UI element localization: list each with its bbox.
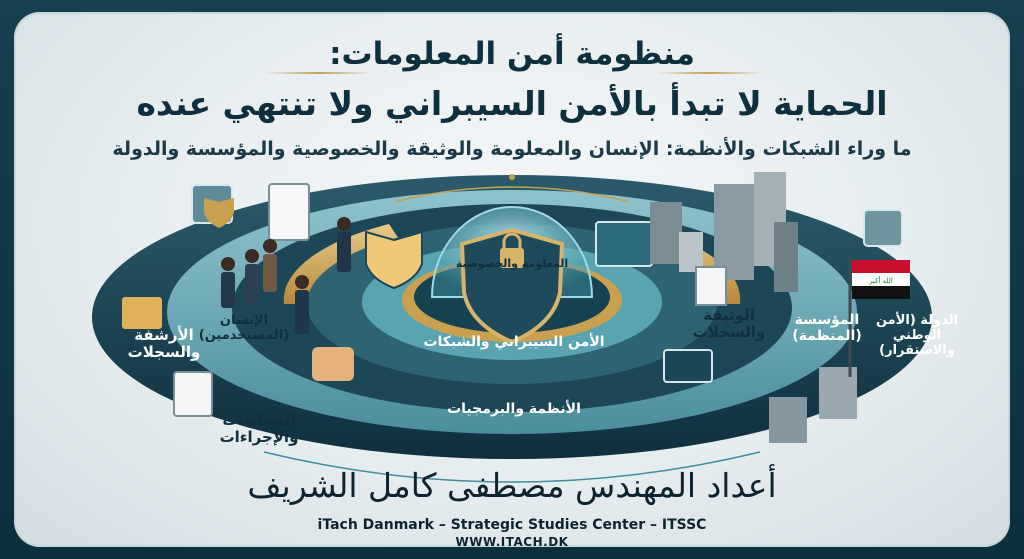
document-icon-right — [695, 266, 727, 306]
screen-icon-right — [863, 209, 903, 247]
folder-icon — [122, 297, 162, 329]
person-icon — [245, 249, 259, 263]
padlock-shackle — [502, 232, 522, 249]
tower-icon — [714, 184, 754, 280]
iraq-flag-red — [852, 260, 910, 273]
organization-name: iTach Danmark – Strategic Studies Center… — [317, 517, 707, 533]
building-icon — [650, 202, 682, 264]
person-icon — [337, 217, 351, 231]
shield-icon-left — [204, 198, 234, 228]
systems-ring-label: الأنظمة والبرمجيات — [447, 401, 581, 417]
person-body — [245, 264, 259, 304]
document-icon-left — [268, 183, 310, 241]
human-label: الإنسان (المستخدمين) — [198, 313, 290, 343]
website-url[interactable]: WWW.ITACH.DK — [455, 535, 569, 547]
building-icon — [769, 397, 807, 443]
iraq-flag-white — [852, 273, 910, 286]
padlock-body — [500, 248, 524, 268]
person-body — [295, 290, 309, 334]
institution-label: المؤسسة (المنظمة) — [792, 312, 862, 345]
author-signature: أعداد المهندس مصطفى كامل الشريف — [247, 466, 777, 505]
center-label-text: المعلومة والخصوصية — [455, 257, 569, 270]
person-icon — [221, 257, 235, 271]
hand-key-icon — [312, 347, 354, 381]
policy-papers-icon — [173, 371, 213, 417]
archives-label: الأرشفة والسجلات — [127, 326, 201, 362]
person-body — [263, 254, 277, 292]
person-icon — [295, 275, 309, 289]
shield-lock-icon — [459, 227, 565, 345]
connector-line — [393, 186, 631, 203]
person-icon — [263, 239, 277, 253]
subtitle: ما وراء الشبكات والأنظمة: الإنسان والمعل… — [112, 138, 912, 160]
title-divider-right — [654, 72, 764, 74]
cyber-ring-label: الأمن السيبراني والشبكات — [423, 334, 605, 350]
documents-label: الوثيقة والسجلات — [692, 306, 766, 342]
state-label: الدولة (الأمن الوطني والاستقرار) — [875, 313, 959, 358]
title-line-2: الحماية لا تبدأ بالأمن السيبراني ولا تنت… — [136, 84, 888, 123]
policies-label: السياسات والإجراءات — [219, 411, 299, 447]
shield-icon-systems — [365, 230, 423, 290]
iraq-flag-black — [852, 286, 910, 299]
layers-diagram: الله أكبر — [92, 172, 932, 483]
laptop-icon — [663, 349, 713, 383]
center-label: المعلومة والخصوصية — [414, 257, 610, 271]
infographic-panel: منظومة أمن المعلومات: الحماية لا تبدأ با… — [14, 12, 1010, 547]
connector-line — [263, 451, 761, 483]
person-body — [337, 232, 351, 272]
building-icon — [679, 232, 703, 272]
title-divider-left — [264, 72, 374, 74]
title-line-1: منظومة أمن المعلومات: — [329, 36, 695, 72]
person-body — [221, 272, 235, 308]
connector-dot — [509, 174, 515, 180]
flag-script: الله أكبر — [868, 276, 893, 285]
building-icon — [774, 222, 798, 292]
